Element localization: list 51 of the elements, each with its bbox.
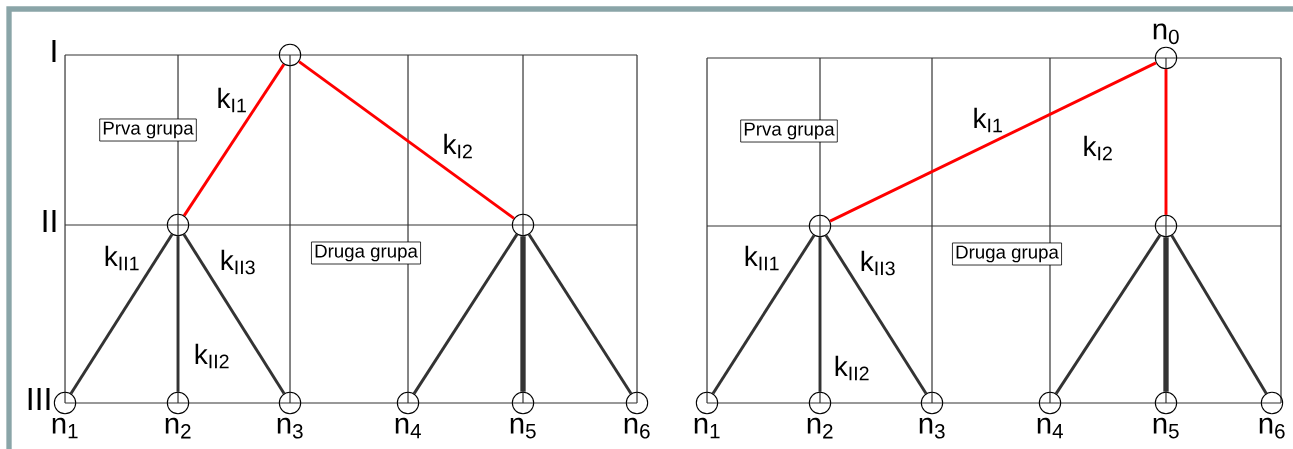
edge-label: k$_{II1}$	[105, 245, 139, 271]
node-label: n$_{5}$	[510, 417, 536, 439]
edge-label: k$_{I1}$	[218, 87, 246, 113]
node-label: n$_{1}$	[694, 417, 720, 439]
group-box: Druga grupa	[311, 241, 421, 265]
level-label: I	[52, 40, 56, 62]
edge-line	[412, 233, 519, 395]
node-label: n$_{5}$	[1153, 417, 1179, 439]
edge-line	[818, 237, 822, 392]
level-label: III	[28, 388, 50, 410]
node-label: n$_{4}$	[1037, 417, 1063, 439]
edge-label: k$_{II3}$	[861, 250, 895, 276]
node-label: n$_{6}$	[624, 417, 650, 439]
edge-line	[711, 234, 816, 395]
node-label: n$_{3}$	[277, 417, 303, 439]
group-box: Prva grupa	[740, 119, 838, 143]
node-label: n$_{3}$	[919, 417, 945, 439]
node-label: n$_{4}$	[395, 417, 421, 439]
node-circle	[278, 43, 302, 67]
group-box: Druga grupa	[952, 242, 1062, 266]
edge-line	[829, 61, 1157, 223]
edge-line	[298, 60, 515, 220]
node-circle	[808, 214, 832, 238]
group-box: Prva grupa	[99, 118, 197, 142]
edge-line	[527, 233, 633, 395]
edge-label: k$_{I2}$	[1084, 135, 1112, 161]
node-circle	[1154, 214, 1178, 238]
edge-line	[1170, 234, 1268, 395]
edge-line	[1164, 69, 1168, 215]
node-circle	[166, 213, 190, 237]
edge-label: k$_{II2}$	[835, 355, 869, 381]
level-label: II	[43, 210, 56, 232]
node-label: n$_{2}$	[165, 417, 191, 439]
edge-line	[1054, 234, 1162, 395]
node-label: n$_{2}$	[807, 417, 833, 439]
edge-line	[824, 234, 928, 395]
node-label: n$_{1}$	[52, 417, 78, 439]
edge-line	[176, 236, 180, 392]
edge-label: k$_{II1}$	[745, 245, 779, 271]
edge-label: k$_{II3}$	[221, 249, 255, 275]
edge-label: k$_{I1}$	[974, 107, 1002, 133]
node-label: n$_{0}$	[1153, 23, 1179, 45]
edge-line	[182, 233, 286, 395]
node-circle	[511, 213, 535, 237]
edge-line	[182, 63, 286, 217]
edge-line	[1163, 237, 1169, 392]
edge-label: k$_{I2}$	[444, 133, 472, 159]
edge-line	[69, 233, 174, 395]
edge-line	[520, 236, 526, 392]
edge-label: k$_{II2}$	[195, 343, 229, 369]
node-label: n$_{6}$	[1259, 417, 1285, 439]
